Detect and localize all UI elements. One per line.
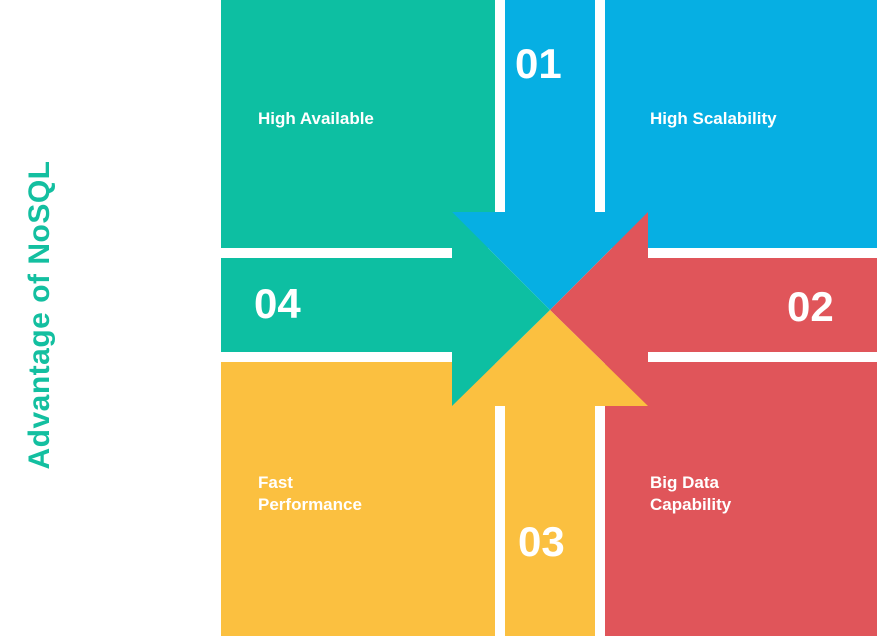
arrow-left-02[interactable] xyxy=(550,212,877,406)
label-big-data-capability: Big Data Capability xyxy=(650,473,732,514)
block-big-data-capability[interactable] xyxy=(605,362,877,636)
number-01: 01 xyxy=(515,40,562,87)
label-fast-performance: Fast Performance xyxy=(258,473,362,514)
label-high-scalability: High Scalability xyxy=(650,109,777,128)
block-high-available[interactable] xyxy=(221,0,495,248)
number-04: 04 xyxy=(254,280,301,327)
block-high-scalability[interactable] xyxy=(605,0,877,248)
arrow-right-04[interactable] xyxy=(221,212,550,406)
number-02: 02 xyxy=(787,283,834,330)
label-high-available: High Available xyxy=(258,109,374,128)
block-fast-performance[interactable] xyxy=(221,362,495,636)
arrow-up-03[interactable] xyxy=(452,310,648,636)
arrow-down-01[interactable] xyxy=(452,0,648,310)
number-03: 03 xyxy=(518,518,565,565)
